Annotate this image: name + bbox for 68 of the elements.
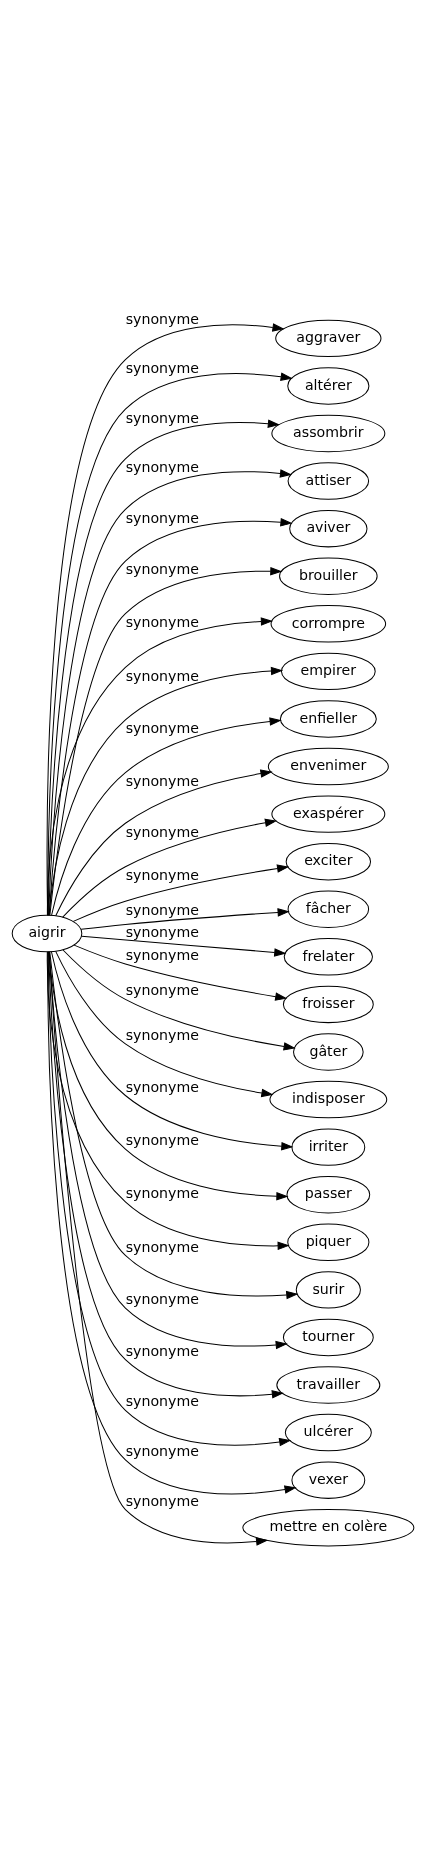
arrow: [48, 666, 284, 916]
arrow: [55, 769, 273, 917]
node-ellipse: empirer: [281, 652, 376, 691]
node-ellipse: enfieller: [279, 700, 377, 738]
arrow: [51, 717, 282, 916]
node-ellipse: brouiller: [279, 557, 378, 595]
edge-label: synonyme: [125, 1393, 199, 1410]
edge-label: synonyme: [125, 901, 199, 918]
arrow: [55, 950, 274, 1098]
node-ellipse: aigrir: [11, 914, 83, 953]
node-ellipse: travailler: [276, 1366, 381, 1404]
node-ellipse: gâter: [293, 1033, 364, 1071]
node-ellipse: indisposer: [269, 1080, 388, 1119]
edge-label: synonyme: [125, 311, 199, 328]
node-ellipse: corrompre: [270, 605, 387, 643]
node-ellipse: fâcher: [287, 890, 370, 928]
node-ellipse: aviver: [289, 509, 368, 548]
edge-label: synonyme: [125, 509, 199, 526]
node-ellipse: passer: [286, 1176, 371, 1214]
node-ellipse: envenimer: [267, 747, 389, 786]
node-ellipse: froisser: [282, 985, 374, 1024]
node-ellipse: tourner: [282, 1318, 374, 1357]
edge-label: synonyme: [125, 614, 199, 631]
edge-label: synonyme: [125, 1027, 199, 1044]
edge-label: synonyme: [125, 1078, 199, 1095]
node-ellipse: altérer: [287, 367, 370, 405]
edge-label: synonyme: [125, 1443, 199, 1460]
edge-label: synonyme: [125, 1184, 199, 1201]
node-ellipse: surir: [295, 1271, 361, 1309]
node-ellipse: vexer: [291, 1461, 366, 1499]
edge-label: synonyme: [125, 359, 199, 376]
node-ellipse: ulcérer: [284, 1413, 372, 1452]
arrow: [73, 944, 288, 1001]
arrow: [80, 908, 290, 930]
edge-label: synonyme: [125, 459, 199, 476]
edge-label: synonyme: [125, 1342, 199, 1359]
edge-label: synonyme: [125, 867, 199, 884]
arrow: [49, 951, 299, 1300]
edge-label: synonyme: [125, 1238, 199, 1255]
node-ellipse: aggraver: [275, 319, 382, 358]
arrow: [72, 864, 290, 922]
edge-label: synonyme: [125, 1291, 199, 1308]
arrow: [49, 566, 283, 916]
node-ellipse: irriter: [291, 1128, 366, 1166]
edge-label: synonyme: [125, 720, 199, 737]
arrow: [50, 951, 294, 1151]
edge-label: synonyme: [125, 982, 199, 999]
node-ellipse: attiser: [287, 462, 370, 500]
arrow: [48, 951, 289, 1201]
arrow: [46, 617, 273, 916]
edge-label: synonyme: [125, 1492, 199, 1509]
edge-label: synonyme: [125, 923, 199, 940]
edge-label: synonyme: [125, 1132, 199, 1149]
arrow: [48, 951, 269, 1546]
edge-label: synonyme: [125, 823, 199, 840]
edge-label: synonyme: [125, 409, 199, 426]
arrow: [62, 949, 296, 1051]
edge-label: synonyme: [125, 947, 199, 964]
edge-label: synonyme: [125, 561, 199, 578]
arrow: [62, 818, 278, 918]
edge-label: synonyme: [125, 667, 199, 684]
node-ellipse: frelater: [283, 938, 373, 976]
edge-label: synonyme: [125, 772, 199, 789]
node-ellipse: piquer: [287, 1223, 370, 1261]
node-ellipse: exaspérer: [271, 795, 386, 833]
arrow: [81, 935, 287, 957]
node-ellipse: assombrir: [271, 414, 386, 453]
node-ellipse: exciter: [285, 842, 372, 881]
